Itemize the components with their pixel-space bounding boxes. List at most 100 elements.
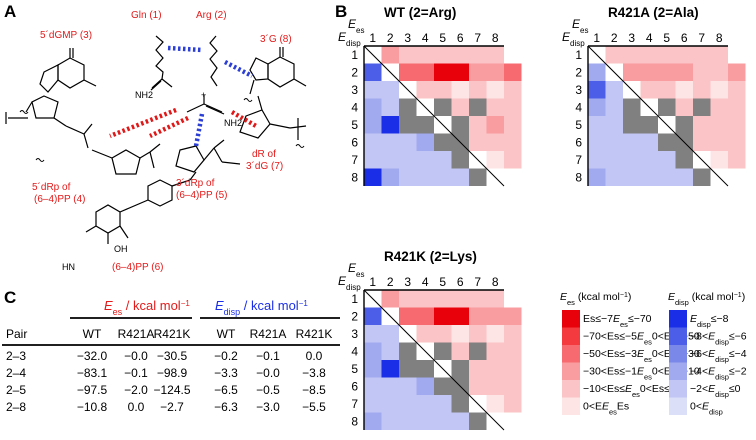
es-cell: [658, 63, 676, 81]
disp-cell: [658, 168, 676, 186]
table-disp-header: Edisp / kcal mol−1: [215, 298, 308, 317]
table-cell: 0.0: [306, 349, 323, 363]
col-label: 2: [387, 275, 394, 289]
disp-cell: [399, 377, 417, 395]
excluded-cell: [469, 168, 487, 186]
atom-nh2-gln: NH2: [135, 90, 153, 100]
excluded-cell: [469, 412, 487, 430]
es-cell: [451, 81, 469, 99]
es-cell: [504, 98, 522, 116]
row-label: 4: [351, 100, 358, 114]
es-cell: [486, 63, 504, 81]
table-cell: −3.8: [302, 366, 326, 380]
legend-label: Edisp≤−8: [690, 313, 729, 329]
excluded-cell: [658, 133, 676, 151]
es-cell: [693, 133, 711, 151]
row-label: 2: [351, 65, 358, 79]
chemical-structure: [5, 35, 307, 244]
row-label: 3: [575, 83, 582, 97]
axis-title-disp: Edisp: [562, 30, 585, 48]
disp-cell: [381, 168, 399, 186]
disp-cell: [381, 342, 399, 360]
es-cell: [728, 63, 746, 81]
es-cell: [399, 307, 417, 325]
disp-cell: [381, 412, 399, 430]
es-cell: [693, 46, 711, 64]
label-5drp-a: 5´dRp of: [32, 181, 71, 193]
es-cell: [658, 81, 676, 99]
disp-cell: [451, 168, 469, 186]
legend-label: −30<Es≤−1Ees0<Es≤−10: [583, 366, 700, 382]
disp-cell: [588, 151, 606, 169]
es-cell: [416, 290, 434, 308]
disp-cell: [381, 116, 399, 134]
matrix-diagonal: [363, 45, 505, 187]
disp-cell: [364, 116, 382, 134]
es-cell: [728, 81, 746, 99]
disp-cell: [381, 360, 399, 378]
excluded-cell: [434, 98, 452, 116]
es-cell: [710, 63, 728, 81]
disp-cell: [640, 133, 658, 151]
es-cell: [675, 98, 693, 116]
es-cell: [416, 46, 434, 64]
row-label: 6: [351, 135, 358, 149]
disp-cell: [364, 325, 382, 343]
es-cell: [469, 307, 487, 325]
table-pair: 2–8: [6, 400, 26, 414]
es-cell: [416, 81, 434, 99]
es-cell: [486, 151, 504, 169]
table-row: 2–5−97.5−2.0−124.5−6.5−0.5−8.5: [6, 383, 326, 397]
disp-cell: [588, 98, 606, 116]
legend-es-swatch: [562, 327, 580, 345]
es-cell: [399, 46, 417, 64]
disp-cell: [381, 98, 399, 116]
col-label: 4: [646, 31, 653, 45]
disp-cell: [381, 325, 399, 343]
legend-es-swatch: [562, 380, 580, 398]
disp-cell: [658, 151, 676, 169]
es-cell: [469, 81, 487, 99]
label-3g: 3´G (8): [260, 33, 292, 45]
col-label: 2: [611, 31, 618, 45]
disp-cell: [381, 377, 399, 395]
es-cell: [486, 81, 504, 99]
table-cell: −32.0: [77, 349, 108, 363]
legend-disp-swatch: [669, 310, 687, 328]
table-cell: −0.5: [256, 383, 280, 397]
atom-nh2-arg: NH2: [224, 118, 242, 128]
legend-label: −10<Es≤Ees0<Es≤0: [583, 383, 676, 399]
es-cell: [486, 133, 504, 151]
panel-label-a: A: [4, 2, 16, 21]
excluded-cell: [434, 342, 452, 360]
matrix-title: WT (2=Arg): [384, 5, 456, 20]
label-gln: Gln (1): [131, 10, 162, 21]
legend-es-swatch: [562, 345, 580, 363]
es-cell: [486, 395, 504, 413]
matrix-diagonal: [587, 45, 729, 187]
disp-cell: [364, 412, 382, 430]
row-label: 8: [575, 170, 582, 184]
excluded-cell: [469, 98, 487, 116]
table-pair: 2–4: [6, 366, 26, 380]
es-cell: [486, 325, 504, 343]
table-cell: −5.5: [302, 400, 326, 414]
es-cell: [486, 290, 504, 308]
col-label: 6: [457, 275, 464, 289]
legend: Ees (kcal mol−1) Edisp (kcal mol−1) Es≤−…: [560, 291, 747, 416]
es-cell: [693, 81, 711, 99]
table-pair: 2–5: [6, 383, 26, 397]
matrix-diagonal: [363, 289, 505, 431]
row-label: 1: [351, 48, 358, 62]
col-label: 8: [492, 275, 499, 289]
es-cell: [451, 98, 469, 116]
row-label: 6: [351, 379, 358, 393]
es-cell: [486, 98, 504, 116]
interaction-dashes: [109, 45, 258, 147]
table-cell: −0.1: [124, 366, 148, 380]
disp-cell: [381, 133, 399, 151]
excluded-cell: [623, 116, 641, 134]
